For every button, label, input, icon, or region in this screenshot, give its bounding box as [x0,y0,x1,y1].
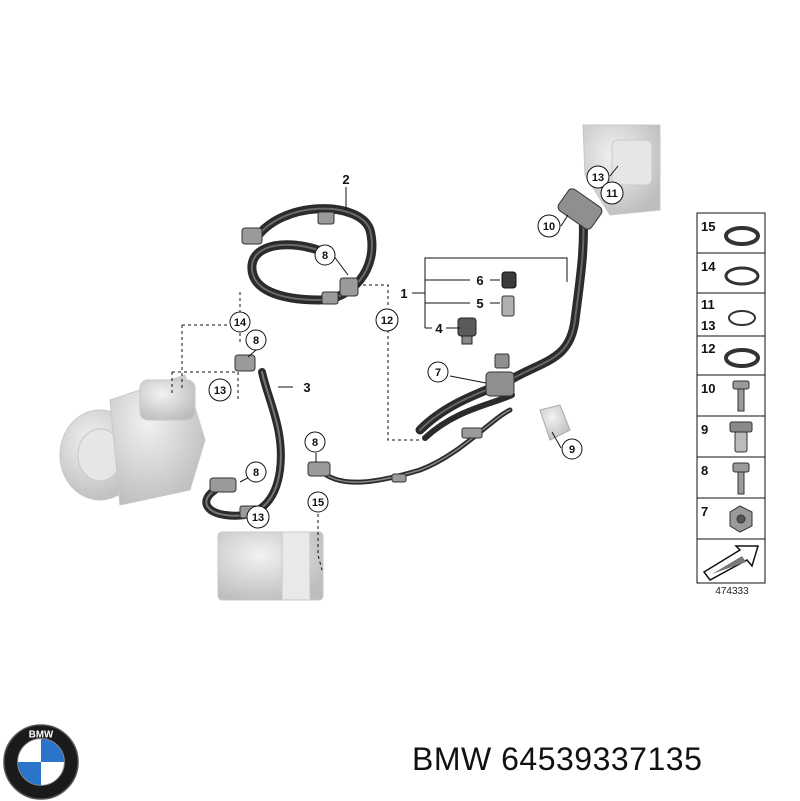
hose-2-fittings [241,211,359,305]
callout-2: 2 [342,172,349,187]
svg-text:2: 2 [342,172,349,187]
brand-name: BMW [412,741,492,777]
svg-text:7: 7 [701,504,708,519]
line-lower [317,407,513,485]
svg-text:11: 11 [606,188,618,200]
line-lower-fittings [307,427,483,483]
svg-text:1: 1 [400,286,407,301]
svg-text:6: 6 [476,273,483,288]
callout-11: 11 [600,181,624,205]
svg-text:8: 8 [253,335,259,347]
short-bolt-icon [732,462,750,495]
callout-8-low: 8 [245,461,267,483]
part-caption: BMW 64539337135 [412,741,702,778]
svg-text:14: 14 [701,259,716,274]
svg-text:8: 8 [701,463,708,478]
callout-6: 6 [476,273,483,288]
legend-row-9: 9 [701,421,753,453]
callout-15: 15 [307,491,329,513]
legend-row-11-13: 11 13 [701,297,756,333]
svg-text:8: 8 [322,250,328,262]
callout-8-left: 8 [245,329,267,351]
legend-row-10: 10 [701,380,750,412]
callout-5: 5 [476,296,483,311]
callout-9: 9 [561,438,583,460]
callout-1: 1 [400,286,407,301]
diagram-reference: 474333 [715,586,749,597]
svg-text:13: 13 [214,385,226,397]
line-main [415,210,588,441]
callout-8-top: 8 [314,244,336,266]
svg-text:13: 13 [592,172,604,184]
part-4-sensor [457,317,477,345]
callout-14: 14 [229,311,251,333]
part-9-bracket [539,404,571,441]
condenser-ghost [217,531,324,601]
svg-text:8: 8 [253,467,259,479]
line-main-fittings [485,188,603,397]
bmw-logo-letters: BMW [29,730,54,741]
svg-text:11: 11 [701,297,715,312]
legend-row-12: 12 [701,341,760,368]
svg-text:9: 9 [701,422,708,437]
svg-text:3: 3 [303,380,310,395]
wide-ring-icon [724,266,760,286]
hex-nut-icon [729,505,753,533]
callout-10: 10 [537,214,561,238]
legend-row-14: 14 [701,259,760,286]
thin-ring-icon [724,226,760,246]
dashed-leaders [171,284,420,571]
flat-ring-icon [724,348,760,368]
svg-text:9: 9 [569,444,575,456]
svg-text:14: 14 [234,317,247,329]
hose-3 [202,368,285,520]
callout-13-top: 13 [586,165,610,189]
callout-8-mid: 8 [304,431,326,453]
arrow-symbol-icon [702,545,760,581]
svg-text:5: 5 [476,296,483,311]
svg-text:12: 12 [381,315,393,327]
svg-text:4: 4 [435,321,443,336]
parts-legend: 15 14 11 13 12 10 9 [696,212,766,584]
svg-text:8: 8 [312,437,318,449]
svg-text:12: 12 [701,341,715,356]
svg-text:10: 10 [701,381,715,396]
callout-13-low: 13 [246,505,270,529]
part-5-valve [501,295,515,317]
callout-7: 7 [427,361,449,383]
callout-3: 3 [303,380,310,395]
bmw-logo: BMW [3,724,79,800]
callout-4: 4 [435,321,443,336]
legend-row-7: 7 [701,504,753,533]
part-number: 64539337135 [501,741,703,777]
svg-text:10: 10 [543,221,555,233]
compressor-ghost [59,374,206,506]
svg-text:15: 15 [312,497,324,509]
callout-13-left: 13 [208,378,232,402]
callout-12: 12 [375,308,399,332]
legend-row-8: 8 [701,462,750,495]
expansion-valve-icon [729,421,753,453]
svg-text:13: 13 [252,512,264,524]
svg-text:7: 7 [435,367,441,379]
part-6-cap [501,271,517,289]
legend-row-15: 15 [701,219,760,246]
svg-text:13: 13 [701,318,715,333]
svg-text:15: 15 [701,219,715,234]
flange-bolt-icon [732,380,750,412]
small-ring-icon [728,310,756,326]
